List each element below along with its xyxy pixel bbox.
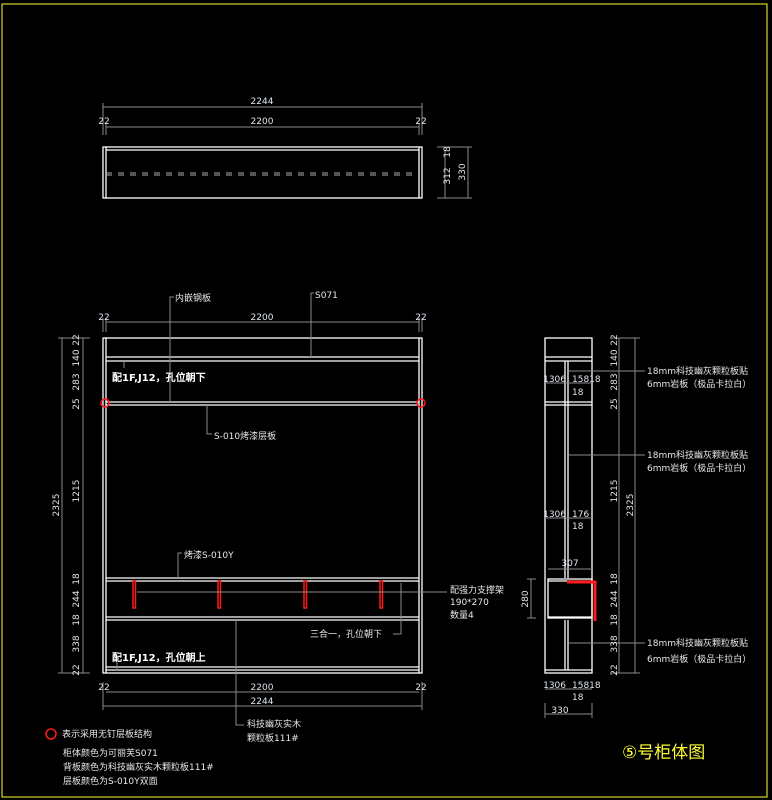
dim-side-e: 307 bbox=[561, 559, 578, 569]
dim-bottom-right: 22 bbox=[415, 683, 426, 693]
dim-side-f: 280 bbox=[521, 590, 531, 607]
legend-circle-meaning: 表示采用无钉层板结构 bbox=[62, 728, 152, 740]
dim-side-overall-height: 2325 bbox=[626, 494, 636, 517]
dim-right: 22 bbox=[610, 664, 620, 675]
dim-right: 244 bbox=[610, 590, 620, 607]
dim-side-c1: 18 bbox=[572, 388, 584, 398]
no-nail-marker-right bbox=[416, 398, 426, 408]
dim-depth-inner: 312 bbox=[443, 167, 453, 184]
side-note-2b: 6mm岩板（极品卡拉白） bbox=[647, 462, 751, 474]
dim-overall-width: 2244 bbox=[251, 97, 274, 107]
label-three-in-one: 三合一，孔位朝下 bbox=[310, 628, 382, 640]
front-view: 内嵌钢板 S071 配1F,J12，孔位朝下 S-010烤漆层板 烤漆S-010… bbox=[52, 291, 504, 744]
dim-right: 338 bbox=[610, 635, 620, 652]
side-note-1a: 18mm科技幽灰颗粒板贴 bbox=[647, 365, 748, 377]
dim-left: 22 bbox=[72, 664, 82, 675]
drawing-frame bbox=[1, 3, 768, 798]
dim-side-left: 22 bbox=[98, 117, 109, 127]
label-back-panel-2: 颗粒板111# bbox=[247, 732, 299, 744]
dim-right: 140 bbox=[610, 349, 620, 366]
dim-left: 18 bbox=[72, 614, 82, 626]
label-support-2: 190*270 bbox=[450, 598, 489, 608]
dim-side-b1: 15818 bbox=[572, 375, 601, 385]
dim-top-left: 22 bbox=[98, 313, 109, 323]
label-embedded-steel: 内嵌钢板 bbox=[175, 292, 211, 304]
dim-bottom-overall: 2244 bbox=[251, 697, 274, 707]
dim-right: 25 bbox=[610, 398, 620, 409]
dim-left: 283 bbox=[72, 373, 82, 390]
dim-left: 1215 bbox=[72, 480, 82, 503]
label-bottom-note: 配1F,J12，孔位朝上 bbox=[112, 651, 206, 664]
dim-left: 22 bbox=[72, 334, 82, 345]
label-top-note: 配1F,J12，孔位朝下 bbox=[112, 371, 206, 384]
side-view: 18mm科技幽灰颗粒板贴 6mm岩板（极品卡拉白） 18mm科技幽灰颗粒板贴 6… bbox=[521, 334, 751, 718]
dim-right: 18 bbox=[610, 614, 620, 626]
side-note-2a: 18mm科技幽灰颗粒板贴 bbox=[647, 449, 748, 461]
label-s071: S071 bbox=[315, 291, 338, 301]
dim-side-a1: 1306 bbox=[543, 375, 566, 385]
side-note-3a: 18mm科技幽灰颗粒板贴 bbox=[647, 637, 748, 649]
label-paint: 烤漆S-010Y bbox=[184, 549, 234, 561]
support-bracket bbox=[379, 580, 384, 609]
side-note-3b: 6mm岩板（极品卡拉白） bbox=[647, 653, 751, 665]
dim-side-d: 176 bbox=[572, 510, 589, 520]
dim-right: 18 bbox=[610, 573, 620, 585]
dim-side-c2: 18 bbox=[572, 522, 584, 532]
support-bracket bbox=[217, 580, 222, 609]
right-dim-labels: 22 140 283 25 1215 18 244 18 338 22 2325 bbox=[610, 334, 636, 675]
dim-top-middle: 2200 bbox=[251, 313, 274, 323]
dim-side-a3: 1306 bbox=[543, 681, 566, 691]
dim-overall-height: 2325 bbox=[52, 494, 62, 517]
side-note-1b: 6mm岩板（极品卡拉白） bbox=[647, 378, 751, 390]
dim-left: 140 bbox=[72, 349, 82, 366]
drawing-title: ⑤号柜体图 bbox=[622, 743, 705, 763]
dim-right: 22 bbox=[610, 334, 620, 345]
left-dim-labels: 22 140 283 25 1215 18 244 18 338 22 2325 bbox=[52, 334, 82, 675]
label-shelf: S-010烤漆层板 bbox=[214, 430, 276, 442]
support-bracket bbox=[303, 580, 308, 609]
support-bracket bbox=[132, 580, 137, 609]
dim-left: 244 bbox=[72, 590, 82, 607]
dim-side-a2: 1306 bbox=[543, 510, 566, 520]
dim-left: 338 bbox=[72, 635, 82, 652]
legend-line-1: 柜体颜色为可丽芙S071 bbox=[63, 747, 158, 759]
dim-bottom-middle: 2200 bbox=[251, 683, 274, 693]
dim-left: 25 bbox=[72, 398, 82, 409]
legend-line-3: 层板颜色为S-010Y双面 bbox=[63, 775, 158, 787]
no-nail-legend-icon bbox=[45, 728, 57, 740]
label-support-1: 配强力支撑架 bbox=[450, 584, 504, 596]
dim-right: 283 bbox=[610, 373, 620, 390]
support-bracket-side bbox=[567, 580, 597, 621]
dim-side-total: 330 bbox=[551, 706, 568, 716]
dim-top-right: 22 bbox=[415, 313, 426, 323]
dim-right: 1215 bbox=[610, 480, 620, 503]
dim-inner-width: 2200 bbox=[251, 117, 274, 127]
no-nail-marker-left bbox=[100, 398, 110, 408]
dim-side-b3: 15818 bbox=[572, 681, 601, 691]
dim-side-c3: 18 bbox=[572, 693, 584, 703]
label-back-panel-1: 科技幽灰实木 bbox=[247, 718, 301, 730]
dim-side-right: 22 bbox=[415, 117, 426, 127]
dim-depth-top: 18 bbox=[443, 146, 453, 158]
dim-left: 18 bbox=[72, 573, 82, 585]
legend: 表示采用无钉层板结构 柜体颜色为可丽芙S071 背板颜色为科技幽灰实木颗粒板11… bbox=[45, 728, 214, 787]
dim-depth-total: 330 bbox=[458, 163, 468, 180]
top-view: 2244 2200 22 22 18 312 330 bbox=[98, 97, 472, 199]
dim-bottom-left: 22 bbox=[98, 683, 109, 693]
label-support-3: 数量4 bbox=[450, 609, 474, 621]
legend-line-2: 背板颜色为科技幽灰实木颗粒板111# bbox=[63, 761, 214, 773]
